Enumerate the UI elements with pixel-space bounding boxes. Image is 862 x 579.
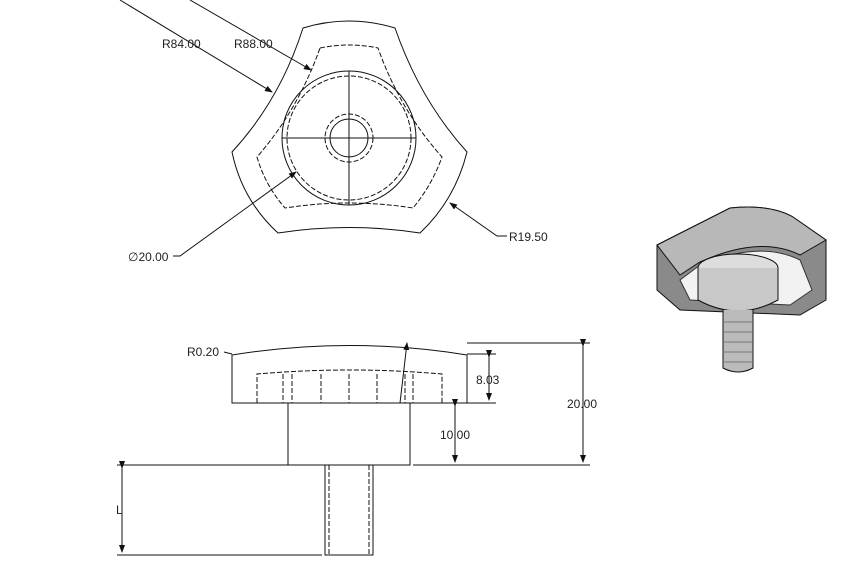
centerlines <box>282 71 416 205</box>
side-view: R0.20 8.03 10.00 20.00 L <box>116 339 597 556</box>
head-hidden-features <box>256 369 443 403</box>
isometric-view <box>656 206 827 373</box>
leader-r88 <box>189 0 312 71</box>
dim-dia20: ∅20.00 <box>128 250 169 264</box>
dim-r84: R84.00 <box>162 37 201 51</box>
leader-r0-2 <box>223 351 233 355</box>
dim-10: 10.00 <box>440 428 470 442</box>
leader-head-radius <box>399 342 410 404</box>
leader-r19-5 <box>449 202 507 237</box>
leader-r84 <box>119 0 273 93</box>
extension-lines <box>413 342 590 466</box>
dim-r0-2: R0.20 <box>187 345 219 359</box>
dim-r88: R88.00 <box>234 37 273 51</box>
knob-outline <box>231 20 468 234</box>
top-view: R84.00 R88.00 R19.50 ∅20.00 <box>119 0 548 264</box>
dim-20: 20.00 <box>567 397 597 411</box>
thread-hidden-lines <box>328 465 370 555</box>
dim-l: L <box>116 503 123 517</box>
hub-profile <box>287 402 411 466</box>
thread-lines <box>723 321 753 363</box>
threaded-shaft <box>324 464 374 556</box>
dim-r19-5: R19.50 <box>509 230 548 244</box>
dim-8-03: 8.03 <box>476 373 500 387</box>
knob-inner-outline <box>256 44 443 209</box>
leader-dia20 <box>173 171 297 257</box>
head-profile <box>231 345 468 404</box>
